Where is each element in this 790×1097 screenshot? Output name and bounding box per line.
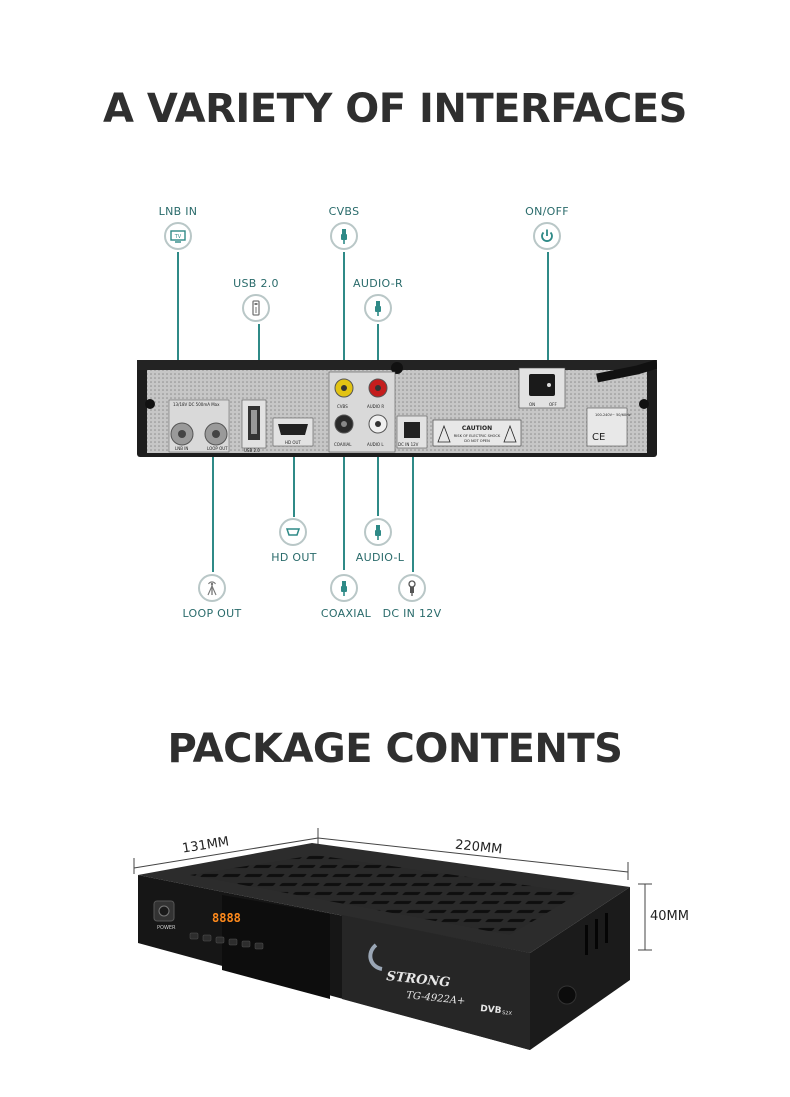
height-dimension: 40MM: [650, 909, 689, 924]
dc-plug-icon: [398, 574, 426, 602]
on-off-line: [547, 252, 549, 382]
led-display: 8888: [212, 911, 241, 925]
audio-l-label: AUDIO-L: [355, 551, 405, 564]
tv-icon: TV: [164, 222, 192, 250]
power-icon: [533, 222, 561, 250]
dvb-badge: DVB: [480, 1004, 502, 1016]
loop-out-line: [212, 432, 214, 572]
audio-r-port-text: AUDIO R: [367, 404, 384, 409]
interfaces-heading: A VARIETY OF INTERFACES: [103, 86, 687, 132]
audio-r-line: [377, 324, 379, 382]
coaxial-port-text: COAXIAL: [334, 442, 352, 447]
usb-icon: [242, 294, 270, 322]
audio-l-line: [377, 428, 379, 516]
dc-in-label: DC IN 12V: [382, 607, 442, 620]
loop-out-label: LOOP OUT: [182, 607, 242, 620]
ce-mark-text: CE: [592, 432, 605, 443]
lnb-in-label: LNB IN: [158, 205, 198, 218]
rca-plug-icon: [364, 518, 392, 546]
brand-logo-text: STRONG: [386, 969, 451, 991]
on-text: ON: [529, 402, 535, 407]
risk-text: RISK OF ELECTRIC SHOCK: [454, 434, 501, 438]
cvbs-label: CVBS: [328, 205, 360, 218]
power-rating-text: 100-240V~ 50/60Hz: [595, 413, 631, 417]
dc-in-port-text: DC IN 12V: [398, 442, 419, 447]
do-not-open-text: DO NOT OPEN: [464, 439, 490, 443]
dc-in-line: [412, 428, 414, 572]
cvbs-port-text: CVBS: [337, 404, 348, 409]
s2x-badge: S2X: [502, 1010, 513, 1017]
loop-out-port-text: LOOP OUT: [207, 446, 228, 451]
lnb-in-line: [177, 252, 179, 432]
audio-l-port-text: AUDIO L: [367, 442, 384, 447]
power-label: POWER: [157, 925, 176, 931]
lnb-spec-text: 13/18V DC 500mA Max: [173, 402, 220, 407]
coaxial-label: COAXIAL: [320, 607, 372, 620]
usb-label: USB 2.0: [233, 277, 279, 290]
off-text: OFF: [549, 402, 557, 407]
rca-plug-icon: [330, 574, 358, 602]
hd-out-line: [293, 432, 295, 517]
hd-out-port-text: HD OUT: [285, 440, 301, 445]
rca-plug-icon: [330, 222, 358, 250]
rear-panel: 13/18V DC 500mA Max LNB IN LOOP OUT USB …: [137, 360, 657, 457]
cvbs-line: [343, 252, 345, 382]
audio-r-label: AUDIO-R: [353, 277, 403, 290]
on-off-label: ON/OFF: [525, 205, 569, 218]
receiver-device: POWER 8888 STRONG TG-4922A+ DVB S2X: [138, 843, 630, 1050]
hd-out-label: HD OUT: [271, 551, 317, 564]
usb-port-text: USB 2.0: [244, 448, 260, 453]
lnb-in-port-text: LNB IN: [175, 446, 188, 451]
coaxial-line: [343, 428, 345, 570]
svg-text:TV: TV: [174, 234, 182, 240]
caution-text: CAUTION: [462, 425, 492, 432]
rca-plug-icon: [364, 294, 392, 322]
package-heading: PACKAGE CONTENTS: [167, 726, 623, 772]
antenna-icon: [198, 574, 226, 602]
hdmi-icon: [279, 518, 307, 546]
